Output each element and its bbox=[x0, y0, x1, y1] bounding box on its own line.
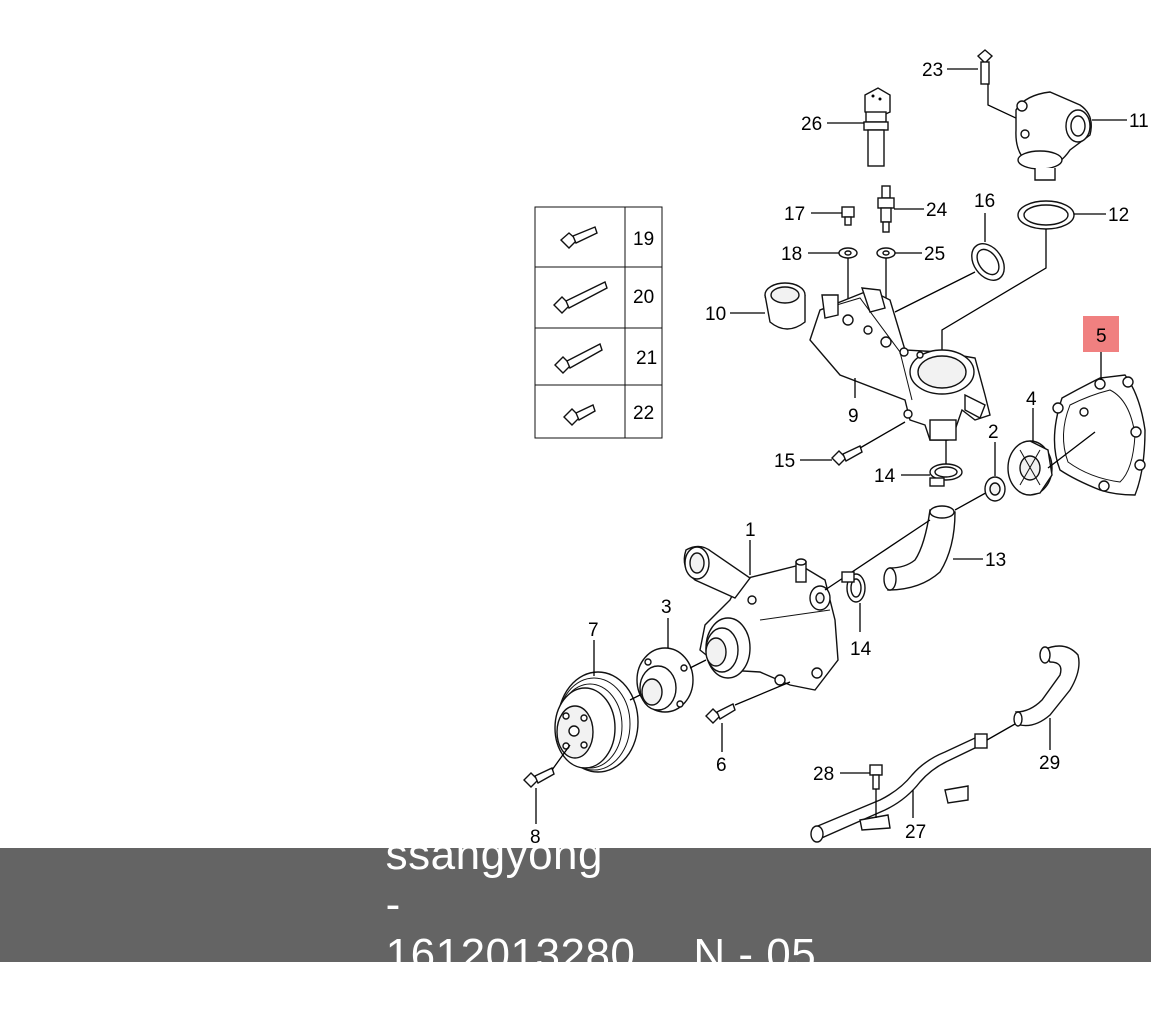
callout-22: 22 bbox=[633, 403, 654, 424]
bolt-6 bbox=[705, 703, 736, 724]
callout-14-lower: 14 bbox=[850, 639, 872, 660]
bolt-23 bbox=[976, 49, 994, 85]
callout-6: 6 bbox=[716, 755, 727, 776]
callout-29: 29 bbox=[1039, 753, 1060, 774]
callout-10: 10 bbox=[705, 304, 726, 325]
callout-11: 11 bbox=[1129, 111, 1149, 132]
callout-12: 12 bbox=[1108, 205, 1129, 226]
callout-14-upper: 14 bbox=[874, 466, 896, 487]
callout-26: 26 bbox=[801, 114, 822, 135]
callout-9: 9 bbox=[848, 406, 859, 427]
thermostat-housing-11 bbox=[1015, 91, 1092, 181]
callout-23: 23 bbox=[922, 60, 943, 81]
callout-7: 7 bbox=[588, 620, 599, 641]
brand-name: ssangyong bbox=[385, 830, 603, 879]
temp-sender-24 bbox=[877, 185, 895, 233]
callout-16: 16 bbox=[974, 191, 995, 212]
bolt-8 bbox=[523, 767, 555, 788]
hose-clamp-14a bbox=[929, 463, 963, 487]
bolt-22-icon bbox=[563, 404, 596, 426]
callout-24: 24 bbox=[926, 200, 948, 221]
callout-17: 17 bbox=[784, 204, 805, 225]
callout-20: 20 bbox=[633, 287, 654, 308]
callout-21: 21 bbox=[636, 348, 657, 369]
hose-29 bbox=[1013, 645, 1080, 727]
callout-5: 5 bbox=[1096, 326, 1107, 347]
callout-3: 3 bbox=[661, 597, 672, 618]
o-ring-16 bbox=[971, 243, 1005, 281]
callout-13: 13 bbox=[985, 550, 1006, 571]
water-manifold-9 bbox=[809, 287, 991, 441]
part-caption-bar: ssangyong - 1612013280 N - 05 bbox=[0, 830, 1151, 979]
coolant-pipe-27 bbox=[810, 733, 988, 843]
washer-18 bbox=[838, 247, 858, 259]
bolt-table: 19 20 21 22 bbox=[534, 206, 663, 439]
hose-10 bbox=[764, 282, 806, 330]
diagram-reference: N - 05 bbox=[693, 930, 817, 979]
pulley-hub-3 bbox=[636, 647, 694, 713]
callout-15: 15 bbox=[774, 451, 795, 472]
bolt-20-icon bbox=[553, 281, 608, 314]
pulley-7 bbox=[554, 671, 639, 773]
callout-1: 1 bbox=[745, 520, 756, 541]
bolt-15 bbox=[831, 445, 863, 466]
callout-19: 19 bbox=[633, 229, 654, 250]
impeller-4 bbox=[1007, 440, 1053, 496]
callout-25: 25 bbox=[924, 244, 945, 265]
callout-28: 28 bbox=[813, 764, 834, 785]
part-number: 1612013280 bbox=[385, 930, 636, 979]
callout-8: 8 bbox=[530, 827, 541, 848]
sensor-26 bbox=[863, 87, 891, 167]
callout-18: 18 bbox=[781, 244, 802, 265]
gasket-5 bbox=[1047, 374, 1146, 496]
seal-2 bbox=[984, 476, 1006, 502]
callout-27: 27 bbox=[905, 822, 926, 843]
callout-5-highlight bbox=[1083, 316, 1119, 352]
washer-25 bbox=[876, 247, 896, 259]
bolt-21-icon bbox=[554, 343, 603, 374]
parts-diagram: 19 20 21 22 23 11 12 26 17 bbox=[523, 49, 1149, 848]
callout-2: 2 bbox=[988, 422, 999, 443]
o-ring-12 bbox=[1017, 200, 1075, 230]
bolt-17 bbox=[841, 206, 855, 226]
bolt-28 bbox=[869, 764, 883, 790]
hose-clamp-14b bbox=[841, 571, 866, 603]
callout-4: 4 bbox=[1026, 389, 1037, 410]
water-pump-1 bbox=[683, 545, 839, 691]
caption-separator: - bbox=[385, 880, 401, 929]
bolt-19-icon bbox=[559, 226, 598, 249]
coolant-hose-13 bbox=[883, 505, 956, 591]
